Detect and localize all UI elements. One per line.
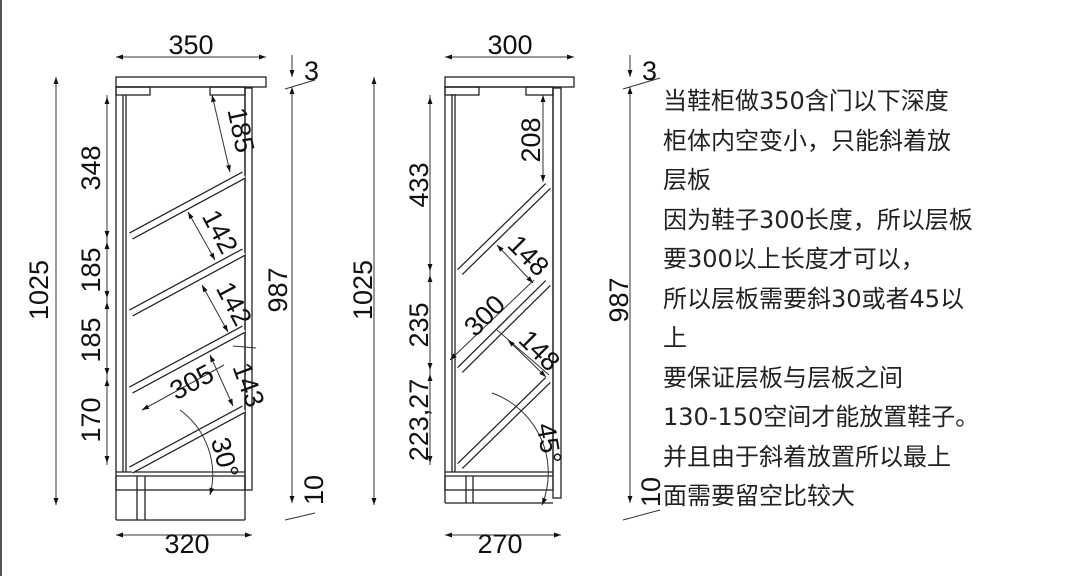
dim-bottom-width: 270 [477, 529, 522, 559]
right-cabinet [444, 76, 575, 504]
note-line: 当鞋柜做350含门以下深度 [663, 87, 949, 115]
dim-bottom-gap: 10 [299, 475, 329, 505]
dim-shelf-spacing: 142 [210, 277, 258, 331]
angle-label: 45° [531, 421, 568, 466]
note-line: 要保证层板与层板之间 [663, 363, 903, 392]
top-panel [115, 76, 267, 88]
cleat [209, 86, 246, 96]
dim-total-height: 1025 [348, 260, 378, 320]
shelves [129, 171, 246, 474]
side-door [244, 87, 253, 491]
dim-total-height: 1025 [24, 260, 54, 320]
note-line: 因为鞋子300长度，所以层板 [663, 205, 973, 234]
explanation-note: 当鞋柜做350含门以下深度 柜体内空变小，只能斜着放 层板 因为鞋子300长度，… [663, 82, 1063, 517]
dim-shelf-spacing: 148 [513, 324, 566, 377]
note-line: 并且由于斜着放置所以最上 [663, 442, 951, 471]
side-door [552, 87, 562, 499]
dim-shelf-length: 300 [458, 289, 511, 342]
dim-top-gap: 3 [642, 56, 657, 86]
cleat [115, 86, 151, 96]
note-line: 层板 [663, 166, 711, 194]
chain-dim: 348 [76, 145, 106, 190]
dim-shelf-spacing: 142 [196, 205, 244, 259]
chain-dim: 185 [76, 247, 106, 292]
chain-dim: 185 [76, 317, 106, 362]
dim-shelf-spacing: 143 [227, 359, 271, 412]
dim-top-gap: 3 [304, 56, 319, 86]
left-cabinet [115, 76, 267, 521]
chain-dim: 223,27 [404, 379, 434, 462]
left-border [0, 0, 2, 576]
note-line: 所以层板需要斜30或者45以 [663, 284, 965, 313]
note-line: 要300以上长度才可以， [663, 245, 925, 273]
chain-dim: 170 [76, 397, 106, 442]
note-line: 上 [663, 324, 687, 352]
left-dimensions: 350 320 1025 348 185 185 170 3 987 10 18… [24, 30, 329, 559]
dim-shelf-spacing: 148 [502, 229, 555, 282]
note-line: 面需要留空比较大 [663, 482, 855, 510]
cleat [525, 86, 554, 96]
dim-top-clearance: 185 [221, 105, 260, 155]
chain-dim: 235 [404, 302, 434, 347]
dim-bottom-gap: 10 [636, 477, 666, 507]
chain-dim: 433 [404, 162, 434, 207]
angle-label: 30° [205, 434, 245, 481]
dim-top-width: 300 [487, 30, 532, 60]
dim-inner-height: 987 [604, 277, 634, 322]
note-line: 柜体内空变小，只能斜着放 [663, 126, 951, 155]
note-line: 130-150空间才能放置鞋子。 [663, 403, 980, 431]
dim-bottom-width: 320 [164, 529, 209, 559]
dim-top-width: 350 [168, 30, 213, 60]
top-panel [444, 76, 575, 88]
shelves [457, 183, 551, 469]
dim-top-clearance: 208 [516, 117, 546, 162]
dim-inner-height: 987 [263, 267, 293, 312]
right-dimensions: 300 270 1025 433 235 223,27 3 987 10 208… [348, 30, 666, 559]
cleat [444, 86, 480, 96]
